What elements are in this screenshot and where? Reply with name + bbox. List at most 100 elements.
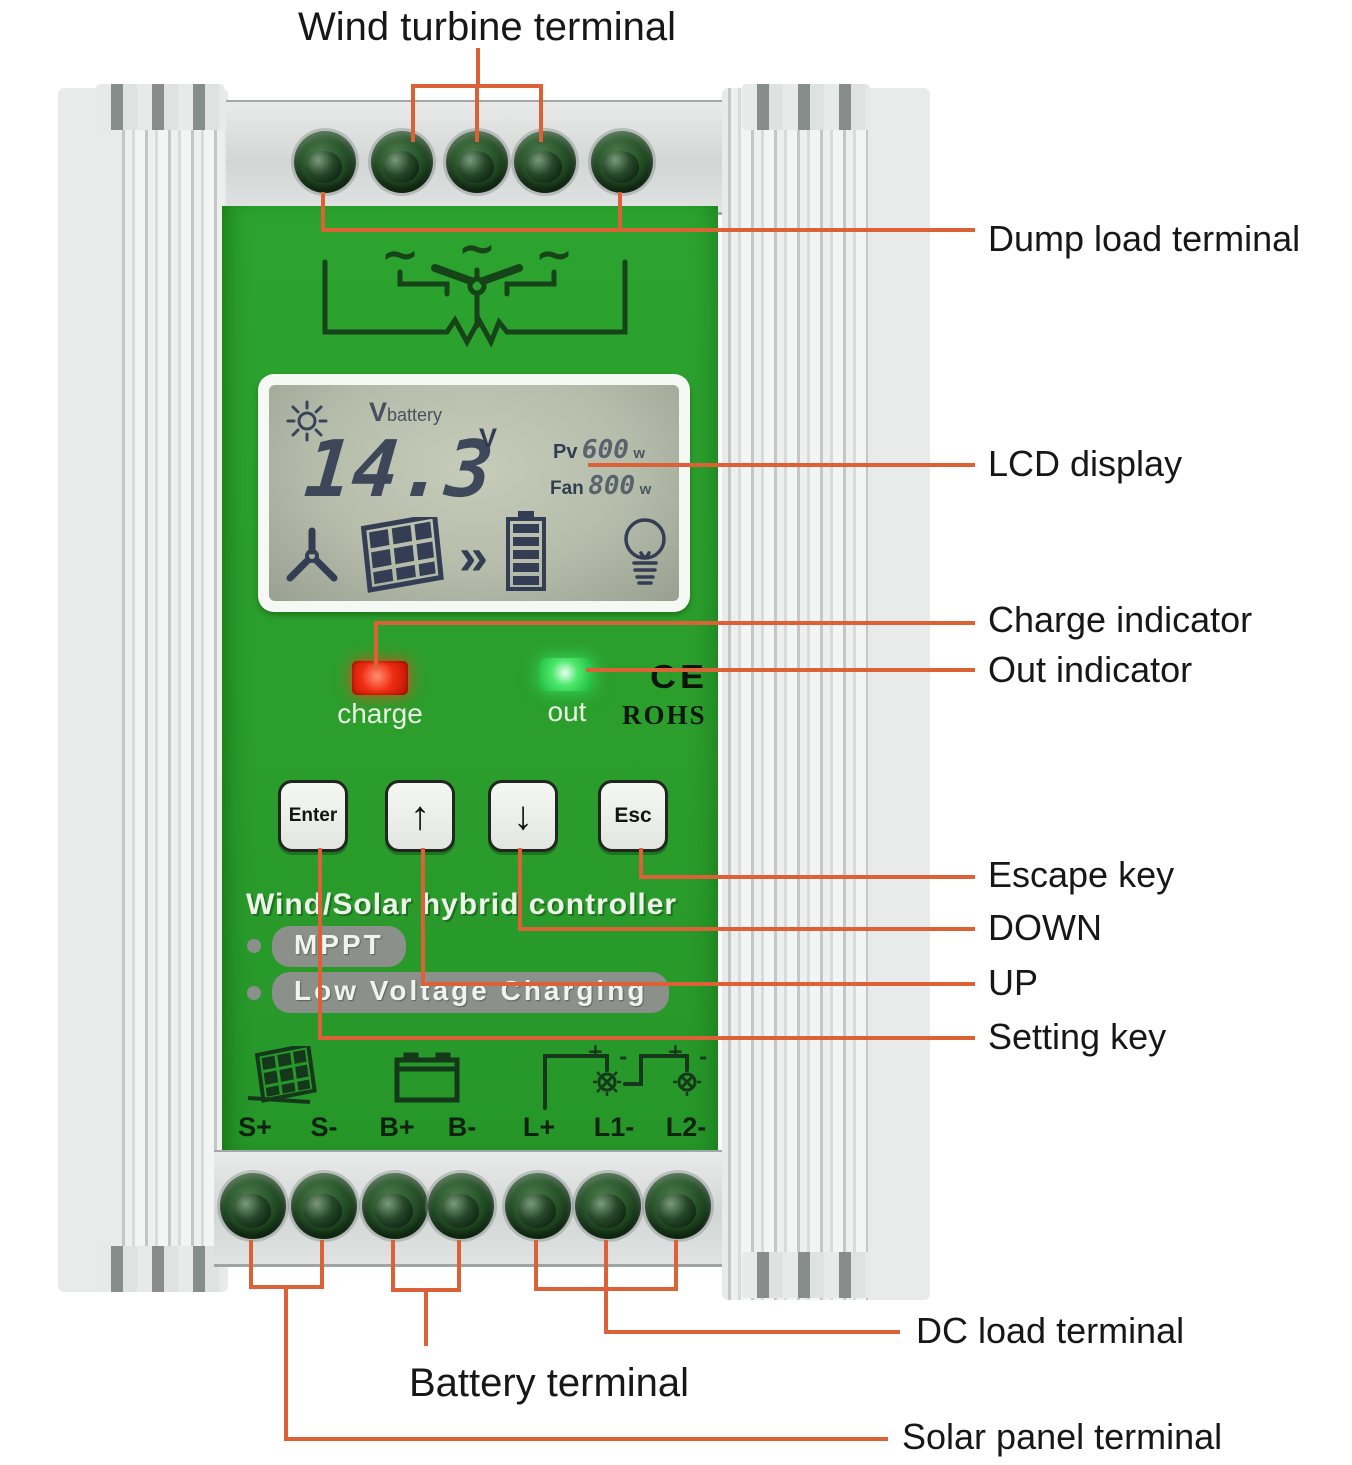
rohs-mark: ROHS (622, 700, 707, 730)
down-key[interactable]: ↓ (488, 780, 558, 852)
callout-line (618, 192, 622, 232)
callout-line (539, 86, 543, 142)
bottom-terminal-screw (505, 1173, 571, 1239)
wind-dump-terminal-screw (514, 131, 576, 193)
callout-line (604, 1330, 900, 1334)
label-escape-key: Escape key (988, 854, 1175, 895)
lcd-pv-power: Pv 600 w (553, 435, 646, 465)
callout-line (518, 848, 522, 930)
lcd-voltage-unit: V (479, 423, 498, 453)
callout-line (318, 1036, 975, 1040)
up-key[interactable]: ↑ (385, 780, 455, 852)
terminal-label-l1-minus: L1- (593, 1112, 635, 1142)
callout-line (604, 1240, 608, 1290)
feature-low-voltage-charging: Low Voltage Charging (272, 972, 670, 1013)
callout-line (534, 1240, 538, 1290)
terminal-label-s-minus: S- (310, 1112, 338, 1142)
wind-dump-terminal-screw (591, 131, 653, 193)
label-up-key: UP (988, 962, 1039, 1003)
lcd-display: Vbattery 14.3 V Pv 600 w Fan 800 w (258, 374, 690, 612)
wind-dump-terminal-screw (294, 131, 356, 193)
bottom-terminal-screw (220, 1173, 286, 1239)
product-title: Wind/Solar hybrid controller (246, 888, 678, 921)
battery-level-icon (506, 511, 546, 591)
left-heatsink-top-teeth (96, 84, 224, 130)
heatsink-fins (728, 88, 868, 1300)
solar-panel-print-icon (247, 1046, 317, 1104)
heatsink-fins (122, 88, 224, 1292)
callout-line (639, 848, 643, 878)
svg-text:+: + (587, 1044, 604, 1063)
terminal-label-s-plus: S+ (238, 1112, 272, 1142)
esc-key-label: Esc (614, 804, 652, 827)
callout-line (518, 927, 975, 931)
callout-line (318, 848, 322, 1039)
lcd-screen: Vbattery 14.3 V Pv 600 w Fan 800 w (269, 385, 679, 601)
label-out-indicator: Out indicator (988, 649, 1193, 690)
charge-led-label: charge (337, 698, 423, 729)
svg-text:-: - (699, 1045, 707, 1069)
callout-line (457, 1240, 461, 1291)
terminal-label-l-plus: L+ (522, 1112, 556, 1142)
terminal-label-l2-minus: L2- (665, 1112, 707, 1142)
flow-arrows-icon: » (459, 528, 488, 586)
ce-mark: CE (650, 657, 709, 696)
callout-line (321, 192, 325, 232)
callout-line (475, 86, 479, 142)
terminal-label-b-minus: B- (447, 1112, 477, 1142)
light-bulb-icon (624, 518, 666, 585)
callout-line (374, 622, 378, 668)
callout-line (321, 228, 975, 232)
svg-text:-: - (619, 1045, 627, 1069)
callout-line (421, 848, 425, 985)
callout-line (320, 1240, 324, 1288)
out-led-label: out (547, 696, 587, 727)
feature-mppt: MPPT (272, 926, 406, 967)
callout-line (639, 875, 975, 879)
label-dc-load-terminal: DC load terminal (916, 1310, 1185, 1351)
sun-icon (286, 400, 328, 442)
callout-line (249, 1240, 253, 1288)
enter-key[interactable]: Enter (278, 780, 348, 852)
charge-led (352, 661, 408, 695)
lcd-battery-voltage: 14.3 (301, 425, 497, 515)
right-heatsink (722, 88, 930, 1300)
up-arrow-icon: ↑ (410, 793, 430, 838)
dc-load-print-icon: +- +- (543, 1044, 707, 1110)
label-battery-terminal: Battery terminal (408, 1361, 690, 1405)
bottom-terminal-screw (428, 1173, 494, 1239)
callout-line (424, 1289, 428, 1346)
feature-bullet (247, 986, 261, 1000)
callout-line (476, 48, 480, 86)
down-arrow-icon: ↓ (513, 793, 533, 838)
bottom-terminal-screw (362, 1173, 428, 1239)
callout-line (588, 463, 975, 467)
right-heatsink-top-teeth (742, 84, 870, 130)
wind-wiring-schematic: ~ ~ ~ (322, 240, 628, 348)
callout-line (421, 982, 975, 986)
battery-print-icon (394, 1052, 460, 1103)
lcd-fan-power: Fan 800 w (550, 471, 652, 501)
bottom-terminal-screw (645, 1173, 711, 1239)
label-setting-key: Setting key (988, 1016, 1167, 1057)
callout-line (604, 1288, 608, 1333)
callout-line (391, 1240, 395, 1291)
left-heatsink (58, 88, 228, 1292)
label-down-key: DOWN (988, 907, 1102, 948)
out-led (540, 658, 592, 691)
enter-key-label: Enter (288, 805, 338, 826)
callout-line (284, 1286, 288, 1440)
callout-line (374, 621, 975, 625)
label-dump-load-terminal: Dump load terminal (988, 218, 1301, 259)
wind-dump-terminal-screw (446, 131, 508, 193)
esc-key[interactable]: Esc (598, 780, 668, 852)
solar-panel-icon (360, 517, 444, 593)
label-charge-indicator: Charge indicator (988, 599, 1253, 640)
callout-line (411, 86, 415, 142)
wind-turbine-icon (286, 527, 338, 582)
terminal-label-b-plus: B+ (379, 1112, 415, 1142)
label-lcd-display: LCD display (988, 443, 1183, 484)
bottom-terminal-screw (575, 1173, 641, 1239)
label-solar-panel-terminal: Solar panel terminal (902, 1416, 1223, 1457)
lcd-vbattery-label: Vbattery (369, 397, 443, 427)
